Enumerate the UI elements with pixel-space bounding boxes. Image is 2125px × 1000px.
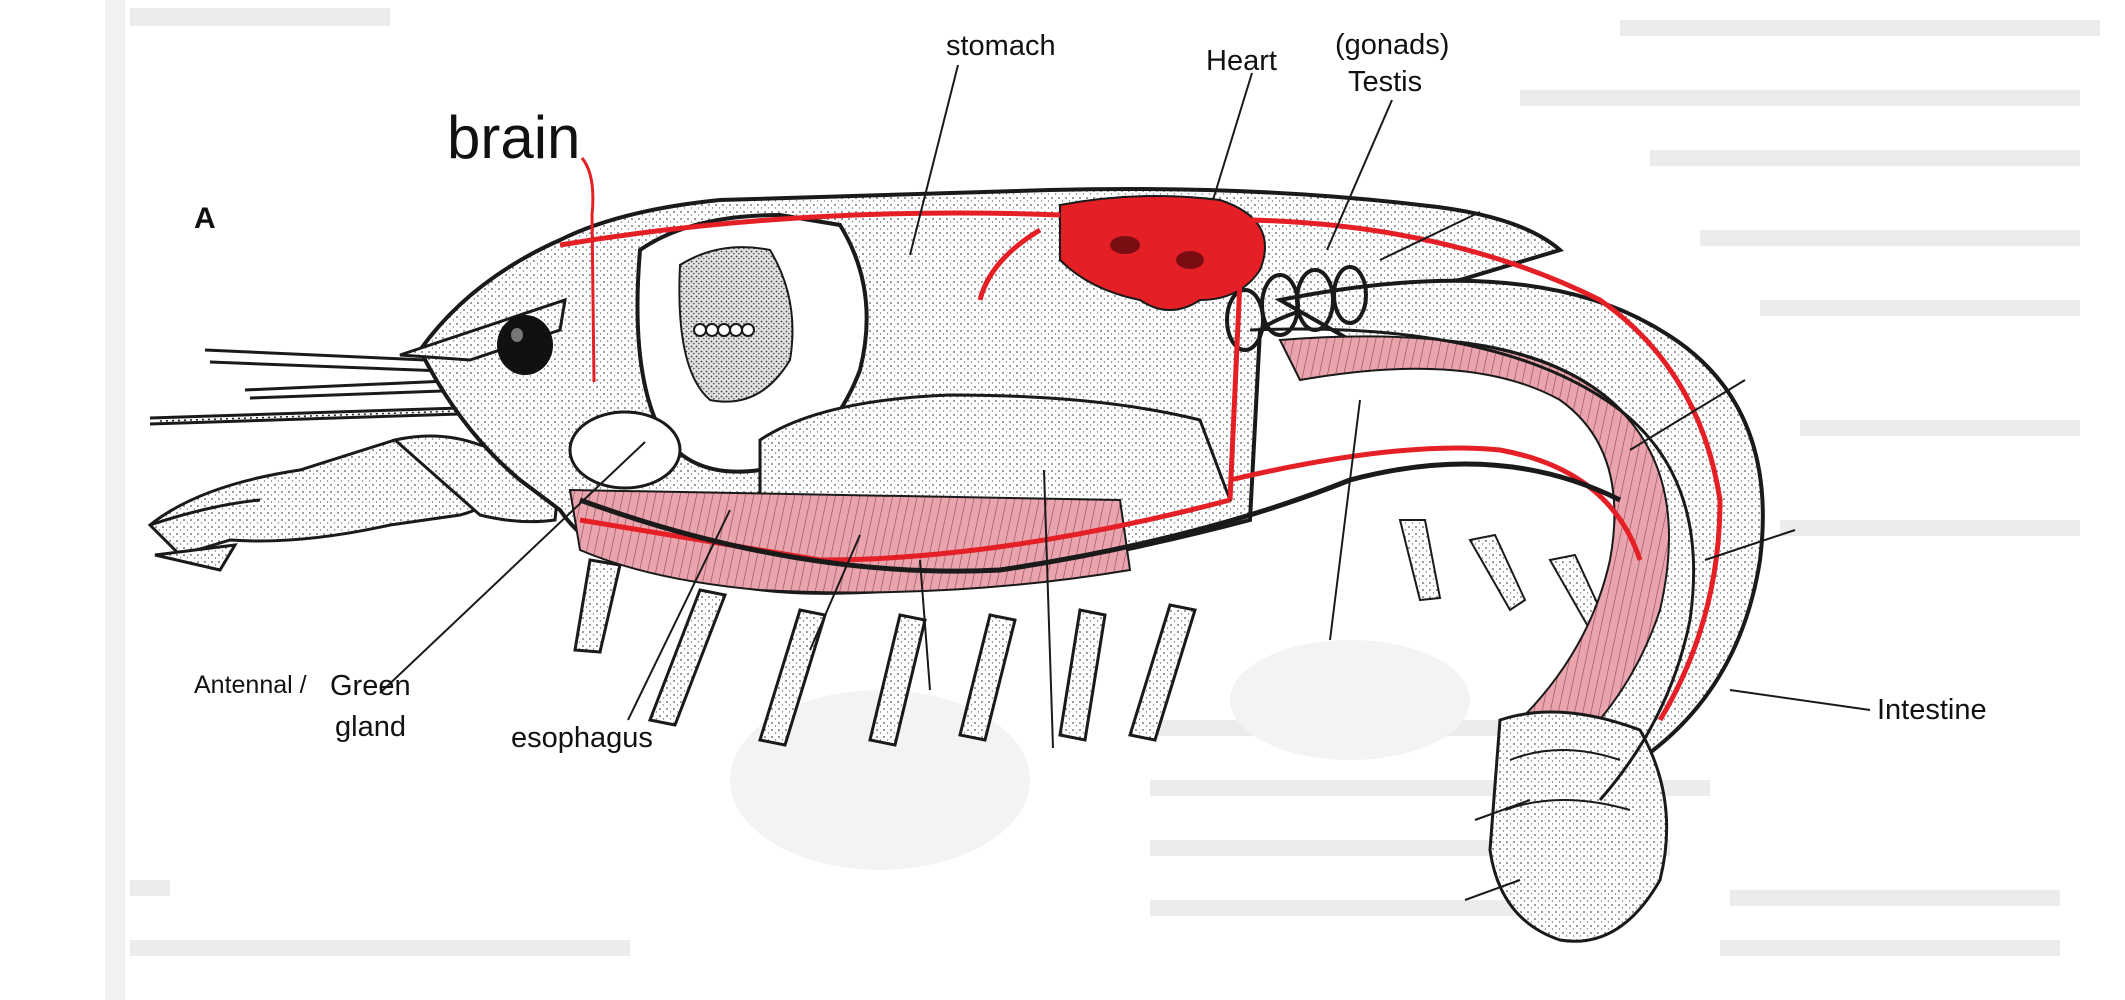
green-gland-organ (568, 410, 682, 490)
label-intestine: Intestine (1877, 694, 1987, 726)
leader-lines (379, 64, 1871, 901)
arteries (559, 210, 1723, 722)
swimmerets (1398, 519, 1607, 632)
walking-legs (573, 558, 1197, 747)
antennae (149, 348, 471, 426)
heart-organ (1059, 195, 1266, 311)
label-brain: brain (447, 104, 581, 171)
rostrum (399, 297, 567, 362)
gonad-coil (1225, 265, 1368, 352)
label-esophagus: esophagus (511, 722, 653, 754)
eye (497, 315, 553, 375)
ventral-muscle (568, 488, 1132, 594)
intestine-organ (1249, 327, 1696, 801)
label-antennal: Antennal / (194, 671, 307, 699)
label-gonads: (gonads) (1335, 29, 1450, 61)
panel-marker: A (194, 202, 216, 235)
label-testis: Testis (1348, 66, 1423, 98)
brain-leader (580, 157, 596, 383)
nerve-cord (579, 461, 1622, 574)
label-heart: Heart (1206, 45, 1277, 77)
label-stomach: stomach (946, 30, 1056, 62)
tail-fan (1488, 710, 1669, 943)
label-green: Green (330, 670, 411, 702)
label-gland: gland (335, 711, 406, 743)
